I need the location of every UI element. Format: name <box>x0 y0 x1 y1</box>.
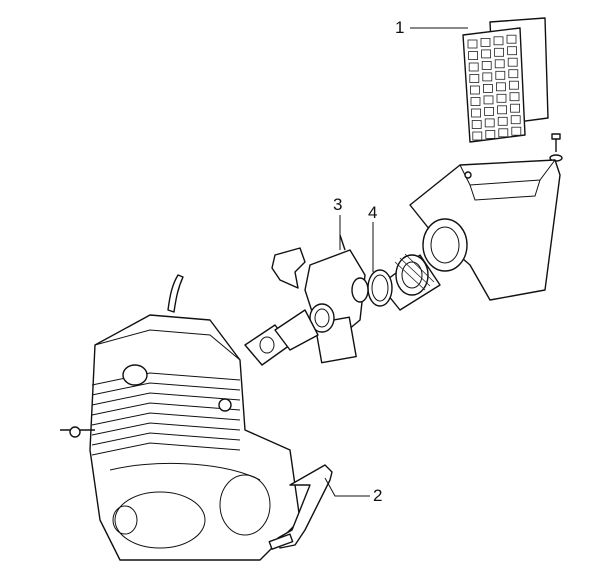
filter-cell <box>481 61 492 70</box>
filter-cell <box>508 80 519 90</box>
cooling-fin <box>91 382 241 396</box>
intake-manifold <box>244 309 319 366</box>
filter-cell <box>484 107 495 116</box>
filter-cell <box>483 95 494 105</box>
filter-cell <box>497 105 508 115</box>
air-filter-element <box>462 17 549 143</box>
filter-cell <box>471 120 482 129</box>
filter-cell <box>484 118 495 128</box>
filter-cell <box>468 51 479 60</box>
filter-cell <box>471 108 482 118</box>
cooling-fin <box>91 432 241 446</box>
filter-cell <box>469 85 480 95</box>
filter-cell <box>498 128 509 138</box>
filter-cell <box>508 69 519 79</box>
air-box <box>409 159 561 301</box>
filter-cell <box>494 47 505 57</box>
cooling-fin <box>91 422 241 436</box>
filter-cell <box>507 46 518 56</box>
filter-cell <box>507 57 518 67</box>
filter-cell <box>510 115 521 125</box>
intake-rubber <box>379 253 441 311</box>
cooling-fin <box>91 442 241 456</box>
carburetor <box>271 234 369 364</box>
bolt-and-washer <box>549 133 563 162</box>
filter-cell <box>511 126 522 136</box>
filter-cell <box>510 103 521 113</box>
filter-cell <box>480 38 491 47</box>
filter-cell <box>482 72 493 82</box>
filter-cell <box>509 92 520 102</box>
filter-cell <box>493 36 504 46</box>
filter-cell <box>496 93 507 103</box>
callout-4: 4 <box>368 203 378 222</box>
cooling-fin <box>91 402 241 416</box>
filter-cell <box>506 34 517 44</box>
filter-cell <box>467 39 478 49</box>
filter-cell <box>495 70 506 80</box>
filter-cell <box>472 131 483 141</box>
fuel-hose <box>167 274 184 313</box>
filter-cell <box>485 129 496 139</box>
filter-cell <box>470 97 481 106</box>
cooling-fin <box>91 372 241 386</box>
hose-clamp <box>367 269 393 307</box>
filter-cell <box>497 116 508 126</box>
callout-3: 3 <box>333 195 343 214</box>
callout-2: 2 <box>373 486 383 505</box>
filter-cell <box>481 49 492 59</box>
leader-lines <box>324 27 468 497</box>
filter-cell <box>494 59 505 69</box>
filter-cell <box>468 62 479 72</box>
kickstart-lever <box>268 464 333 550</box>
cooling-fin <box>91 412 241 426</box>
filter-cell <box>469 74 480 83</box>
cooling-fin <box>91 392 241 406</box>
filter-cell <box>495 82 506 92</box>
callout-1: 1 <box>395 18 405 37</box>
filter-cell <box>482 84 493 93</box>
engine <box>60 314 301 561</box>
